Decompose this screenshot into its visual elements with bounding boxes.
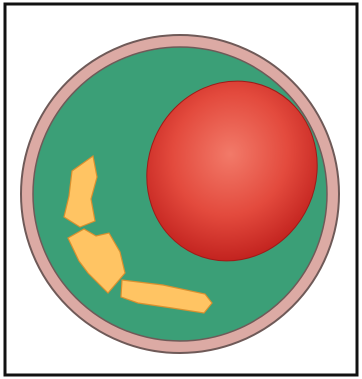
cell-diagram	[0, 0, 362, 379]
